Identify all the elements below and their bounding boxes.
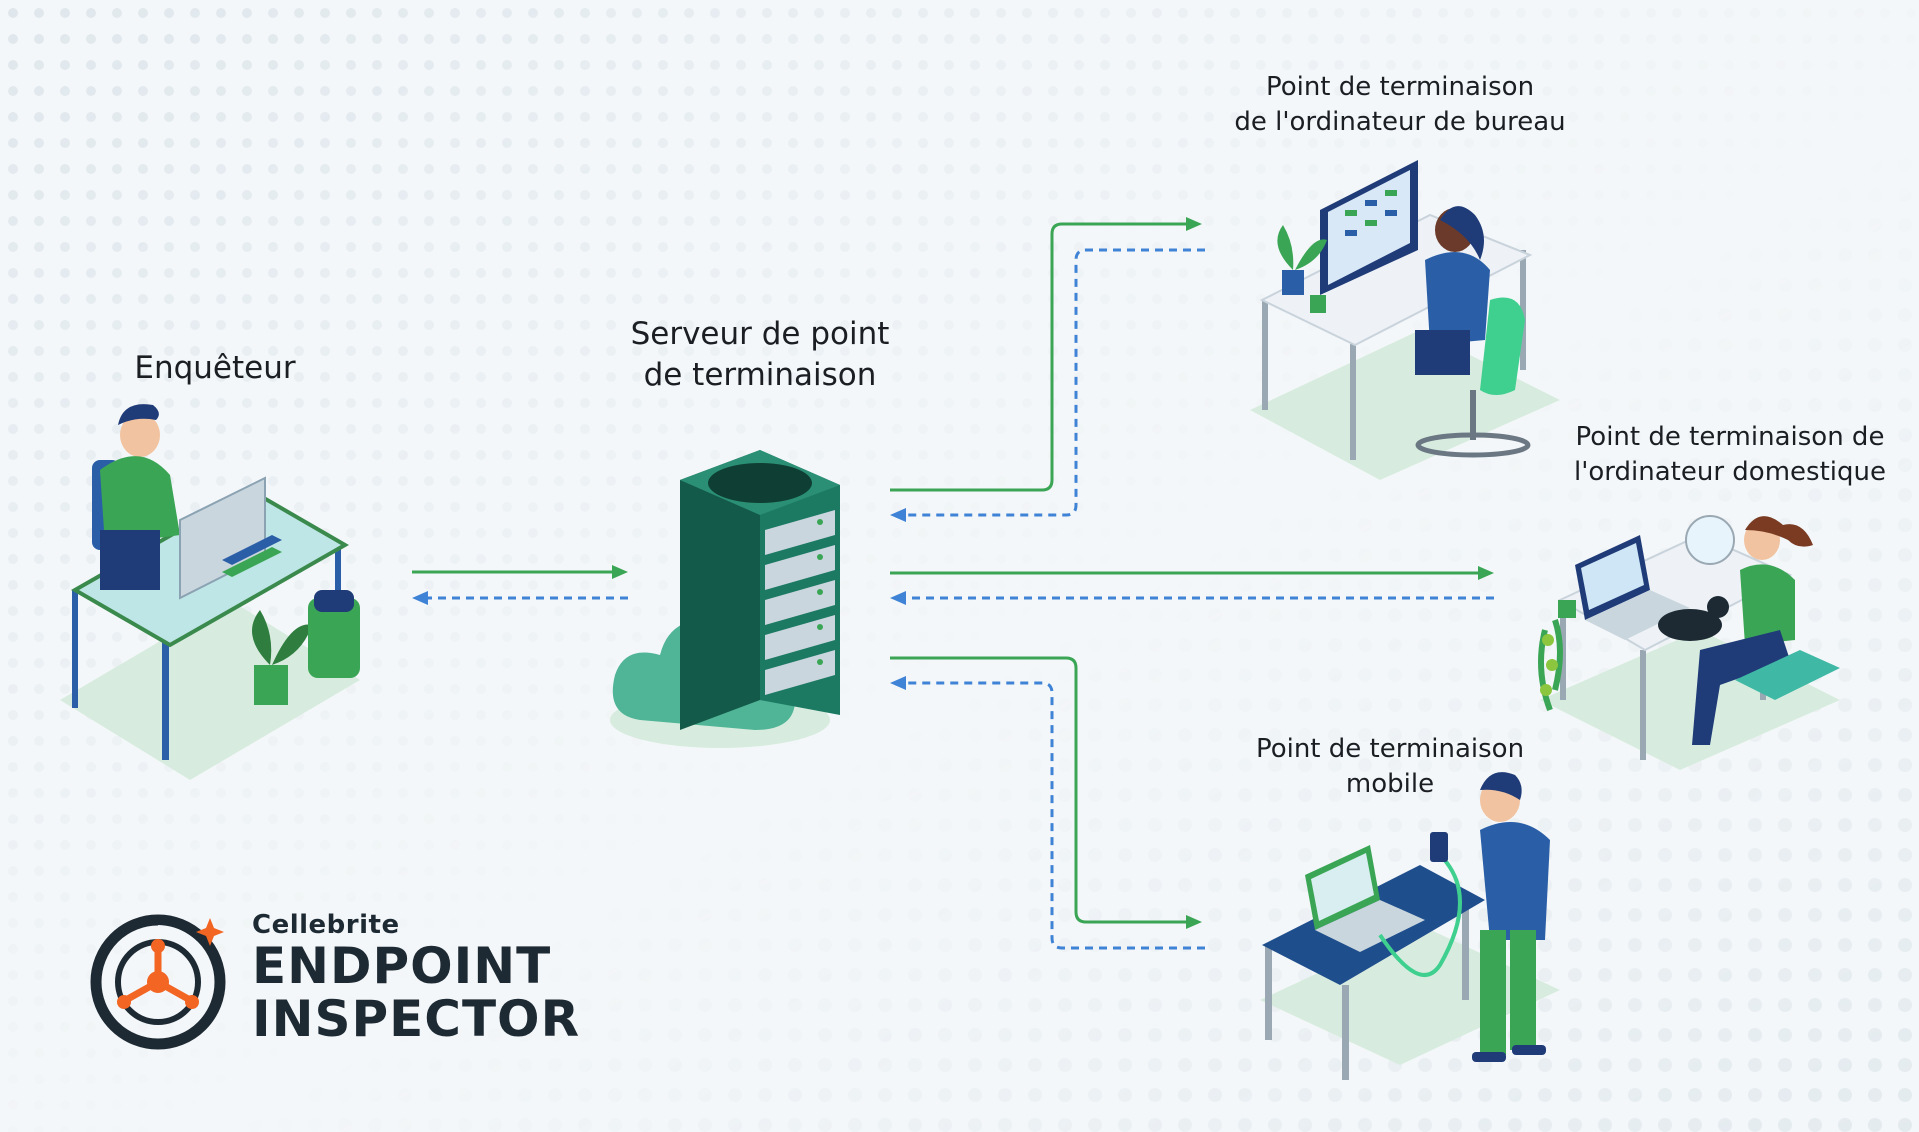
mobile-label: Point de terminaison mobile xyxy=(1210,732,1570,801)
arrow-mobile-to-server xyxy=(906,681,1205,950)
home-illustration xyxy=(1538,515,1840,770)
home-label: Point de terminaison de l'ordinateur dom… xyxy=(1540,420,1919,489)
logo-brand: Cellebrite xyxy=(252,910,400,940)
logo-product-line-1: ENDPOINT xyxy=(252,937,552,995)
investigator-illustration xyxy=(60,404,360,780)
desktop-label-line-1: Point de terminaison xyxy=(1265,72,1535,102)
server-illustration xyxy=(610,450,840,748)
mobile-illustration xyxy=(1260,772,1560,1080)
arrow-server-to-mobile xyxy=(890,656,1186,924)
arrow-server-to-desktop xyxy=(890,222,1186,492)
investigator-label-line: Enquêteur xyxy=(134,350,296,386)
logo-icon xyxy=(90,914,226,1050)
mobile-label-line-2: mobile xyxy=(1345,768,1435,799)
desktop-illustration xyxy=(1250,160,1560,480)
arrow-desktop-to-server xyxy=(906,248,1205,517)
logo-product-line-2: INSPECTOR xyxy=(252,989,581,1048)
arrows xyxy=(412,217,1494,950)
logo: Cellebrite ENDPOINT INSPECTOR xyxy=(252,910,580,1045)
home-label-line-1: Point de terminaison de xyxy=(1575,422,1885,452)
server-label-line-2: de terminaison xyxy=(643,356,877,393)
server-label: Serveur de point de terminaison xyxy=(600,314,920,396)
mobile-label-line-1: Point de terminaison xyxy=(1255,734,1525,764)
server-label-line-1: Serveur de point xyxy=(630,316,890,352)
investigator-label: Enquêteur xyxy=(90,348,340,389)
home-label-line-2: l'ordinateur domestique xyxy=(1574,456,1886,487)
desktop-label: Point de terminaison de l'ordinateur de … xyxy=(1200,70,1600,139)
desktop-label-line-2: de l'ordinateur de bureau xyxy=(1234,106,1566,137)
